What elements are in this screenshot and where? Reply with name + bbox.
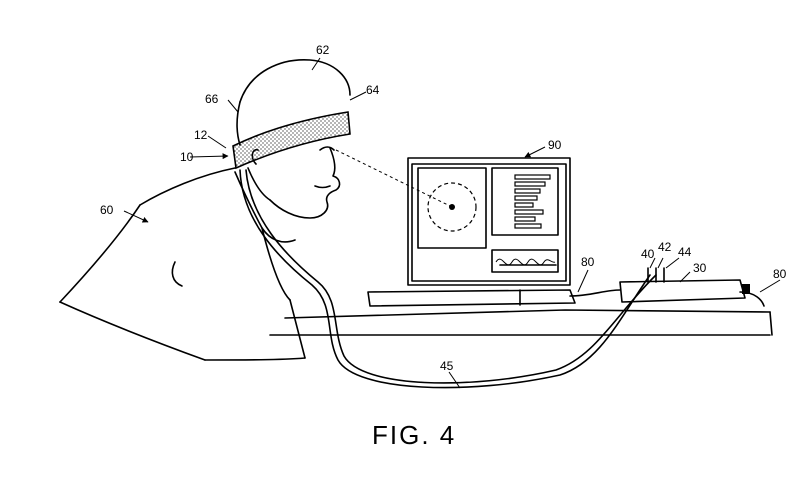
label-30: 30 xyxy=(693,261,707,275)
label-12: 12 xyxy=(194,128,208,142)
label-45: 45 xyxy=(440,359,454,373)
person-shoulders xyxy=(59,167,306,361)
label-44: 44 xyxy=(678,245,692,259)
reference-labels: 62 64 66 12 10 60 90 80 40 42 44 30 80 4… xyxy=(100,43,787,373)
bar-graph xyxy=(514,174,551,229)
label-62: 62 xyxy=(316,43,330,57)
figure-caption: FIG. 4 xyxy=(372,420,456,450)
label-64: 64 xyxy=(366,83,380,97)
monitor xyxy=(407,157,571,286)
callouts xyxy=(123,57,781,389)
label-40: 40 xyxy=(641,247,655,261)
label-10: 10 xyxy=(180,150,194,164)
table xyxy=(269,309,773,336)
waveform xyxy=(495,258,556,266)
label-90: 90 xyxy=(548,138,562,152)
amplifier-hub xyxy=(619,267,750,303)
label-42: 42 xyxy=(658,240,672,254)
headband xyxy=(232,111,351,170)
computer-base xyxy=(367,289,576,307)
label-66: 66 xyxy=(205,92,219,106)
label-80-right: 80 xyxy=(773,267,787,281)
cables xyxy=(239,169,765,389)
label-60: 60 xyxy=(100,203,114,217)
label-80-left: 80 xyxy=(581,255,595,269)
